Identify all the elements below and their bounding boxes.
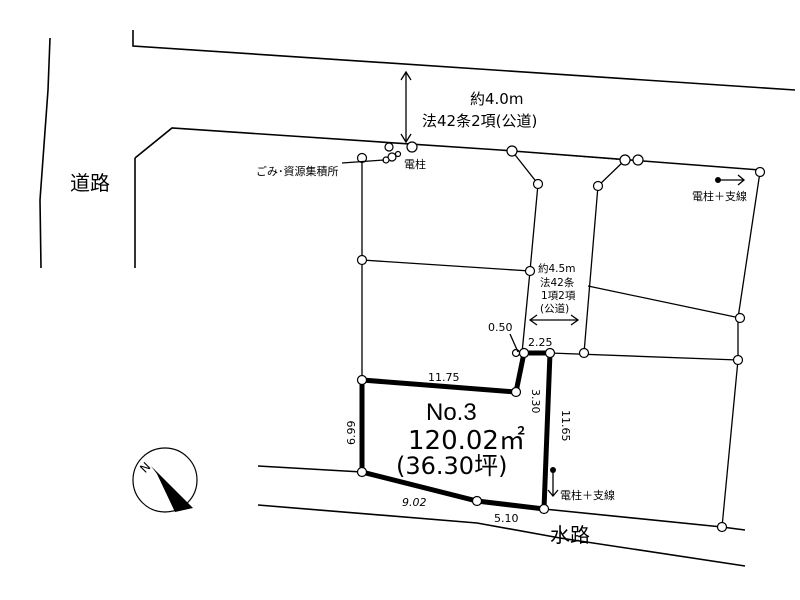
boundary-marker	[471, 495, 483, 507]
utility-pole-label: 電柱	[404, 157, 426, 171]
garbage-point-label: ごみ･資源集積所	[256, 164, 339, 178]
mid-road-law-2: 1項2項	[541, 290, 576, 302]
parcel-line	[549, 352, 739, 361]
boundary-marker	[632, 154, 644, 166]
dim-bottom-right: 5.10	[494, 512, 519, 525]
boundary-marker	[544, 347, 556, 359]
utility-pole-icon	[406, 141, 418, 153]
parcel-line	[361, 259, 531, 272]
dimension-arrows	[400, 70, 580, 353]
left-road-edge	[39, 37, 51, 269]
lot-number: No.3	[426, 399, 477, 426]
boundary-marker	[518, 347, 530, 359]
dim-right: 11.65	[559, 410, 572, 442]
dim-notch-small: 0.50	[488, 321, 513, 334]
boundary-marker	[356, 254, 368, 266]
dim-bottom-left: 9.02	[402, 496, 427, 509]
labels: 道路 約4.0m 法42条2項(公道) ごみ･資源集積所 電柱 電柱＋支線 約4…	[70, 90, 747, 547]
garbage-point-icon	[387, 152, 397, 162]
boundary-marker	[524, 265, 536, 277]
mid-road-law-3: (公道)	[540, 302, 569, 315]
boundary-marker	[532, 178, 544, 190]
dim-top: 11.75	[428, 371, 460, 384]
utility-pole-guy-bottom-label: 電柱＋支線	[560, 488, 615, 502]
boundary-marker	[754, 166, 766, 178]
boundary-markers	[356, 145, 766, 533]
parcel-line	[587, 285, 741, 319]
utility-pole-icon	[384, 142, 394, 152]
leader-line	[341, 159, 385, 164]
leader-line	[509, 333, 519, 353]
boundary-marker	[734, 312, 746, 324]
boundary-marker	[356, 374, 368, 386]
guy-wire-arrowhead	[737, 174, 746, 186]
boundary-marker	[511, 348, 521, 358]
waterway-lower-edge	[257, 504, 746, 567]
boundary-marker	[356, 152, 368, 164]
mid-road-width-label: 約4.5m	[538, 262, 575, 275]
parcel-line	[721, 359, 739, 528]
lot-area-sqm: 120.02㎡	[408, 426, 525, 456]
arrowhead	[400, 133, 412, 144]
boundary-marker	[592, 180, 604, 192]
boundary-marker	[716, 521, 728, 533]
mid-road-law-1: 法42条	[540, 276, 575, 289]
road-left-label: 道路	[70, 171, 110, 195]
utility-pole-icon	[394, 150, 402, 158]
utility-poles	[341, 141, 746, 498]
boundary-marker	[619, 154, 631, 166]
top-road-edge	[132, 30, 796, 91]
road-boundary-dotted	[511, 150, 626, 161]
north-compass: N	[132, 447, 198, 513]
dim-notch-top: 2.25	[528, 336, 553, 349]
boundary-marker	[506, 145, 518, 157]
top-road-width-label: 約4.0m	[470, 90, 523, 108]
top-road-near-edge	[134, 127, 761, 171]
parcel-line	[583, 159, 626, 354]
utility-pole-guy-right-label: 電柱＋支線	[692, 189, 747, 203]
parcel-line	[511, 150, 539, 354]
arrowhead	[528, 314, 538, 326]
arrowhead	[570, 314, 580, 326]
dim-notch-vertical: 3.30	[529, 389, 542, 414]
boundary-marker	[510, 386, 522, 398]
lot-area-tsubo: (36.30坪)	[396, 452, 507, 480]
boundary-marker	[356, 466, 368, 478]
arrowhead	[400, 70, 412, 81]
parcel-line	[737, 171, 761, 319]
dim-left: 6.99	[345, 421, 358, 446]
boundary-marker	[732, 354, 744, 366]
top-road-law-label: 法42条2項(公道)	[422, 112, 537, 130]
lot-no3-boundary	[359, 350, 553, 512]
boundary-marker	[578, 347, 590, 359]
waterway-label: 水路	[550, 523, 590, 547]
parcel-lines	[361, 150, 761, 528]
compass-arrow-icon	[151, 466, 193, 512]
boundary-marker	[538, 503, 550, 515]
guy-wire-arrowhead	[547, 489, 559, 498]
